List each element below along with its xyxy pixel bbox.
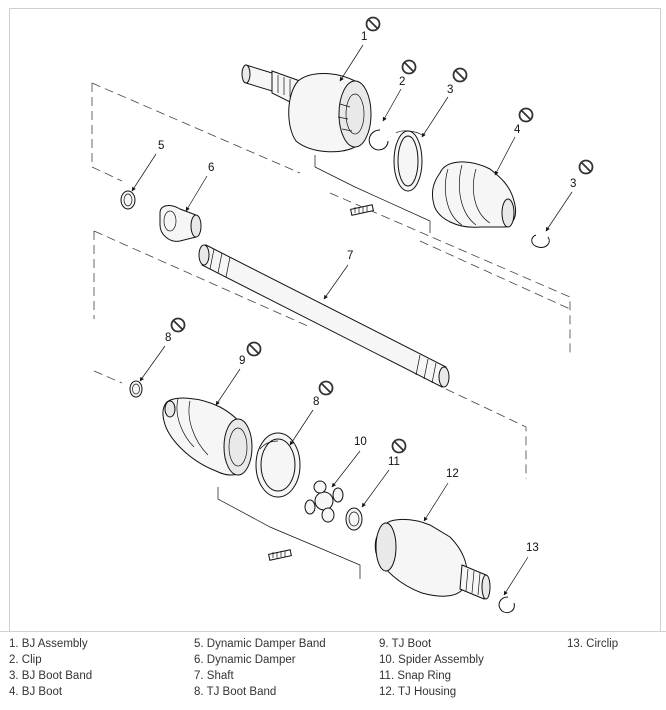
callout-label: 13 [526,542,539,554]
legend-item: 11. Snap Ring [379,670,452,682]
no-reuse-icon [401,59,417,75]
grease-tube-upper [350,204,374,216]
callout-label: 4 [514,124,521,136]
grease-tube-lower [268,549,292,561]
legend-item: 4. BJ Boot [9,686,63,698]
callout-label: 3 [447,84,453,96]
legend-item: 3. BJ Boot Band [9,670,93,682]
lower-guide-box [93,230,527,479]
circlip [498,596,515,614]
legend-item: 10. Spider Assembly [379,654,484,666]
clip [368,129,389,151]
callout-label: 8 [165,332,171,344]
legend-item: 8. TJ Boot Band [194,686,277,698]
dynamic-damper-band [120,190,136,210]
tj-boot [162,397,253,476]
callout-label: 3 [570,178,576,190]
tj-boot-band [255,432,301,498]
bj-kit-bracket [314,155,431,233]
callout-label: 6 [208,162,214,174]
dynamic-damper [159,205,202,242]
callout-label: 2 [399,76,405,88]
legend-item: 2. Clip [9,654,42,666]
bj-boot-band-small [531,234,550,248]
legend-divider [0,631,666,632]
callout-label: 11 [388,456,400,468]
exploded-view-diagram: 1 2 3 4 3 5 6 7 8 9 8 [9,8,661,632]
no-reuse-icon [365,16,381,32]
legend-column-1: 1. BJ Assembly 2. Clip 3. BJ Boot Band 4… [9,636,92,700]
legend-column-2: 5. Dynamic Damper Band 6. Dynamic Damper… [194,636,326,700]
callout-label: 9 [239,355,245,367]
legend-item: 13. Circlip [567,638,619,650]
legend-column-3: 9. TJ Boot 10. Spider Assembly 11. Snap … [379,636,484,700]
no-reuse-icon [391,438,407,454]
legend-column-4: 13. Circlip [567,636,618,652]
no-reuse-icon [452,67,468,83]
legend-item: 12. TJ Housing [379,686,457,698]
legend-item: 5. Dynamic Damper Band [194,638,326,650]
legend-item: 7. Shaft [194,670,234,682]
tj-boot-band-small [129,380,143,398]
bj-boot-band [393,130,423,192]
legend-item: 6. Dynamic Damper [194,654,296,666]
no-reuse-icon [318,380,334,396]
callout-label: 8 [313,396,319,408]
driveshaft-exploded-drawing: 1 2 3 4 3 5 6 7 8 9 8 [91,16,594,614]
callout-label: 7 [347,250,353,262]
parts-legend: 1. BJ Assembly 2. Clip 3. BJ Boot Band 4… [0,636,666,706]
snap-ring [345,507,363,531]
tj-kit-bracket [217,487,361,579]
no-reuse-icon [170,317,186,333]
legend-item: 9. TJ Boot [379,638,432,650]
callout-label: 12 [446,468,459,480]
no-reuse-icon [518,107,534,123]
upper-guide-box [91,82,571,354]
tj-housing [374,519,491,600]
callouts: 1 2 3 4 3 5 6 7 8 9 8 [131,16,594,596]
no-reuse-icon [246,341,262,357]
callout-label: 5 [158,140,164,152]
no-reuse-icon [578,159,594,175]
shaft [198,244,450,388]
callout-label: 10 [354,436,367,448]
legend-item: 1. BJ Assembly [9,638,88,650]
callout-label: 1 [361,31,367,43]
spider-assembly [304,480,344,523]
bj-assembly [241,64,372,153]
bj-boot [431,161,517,228]
